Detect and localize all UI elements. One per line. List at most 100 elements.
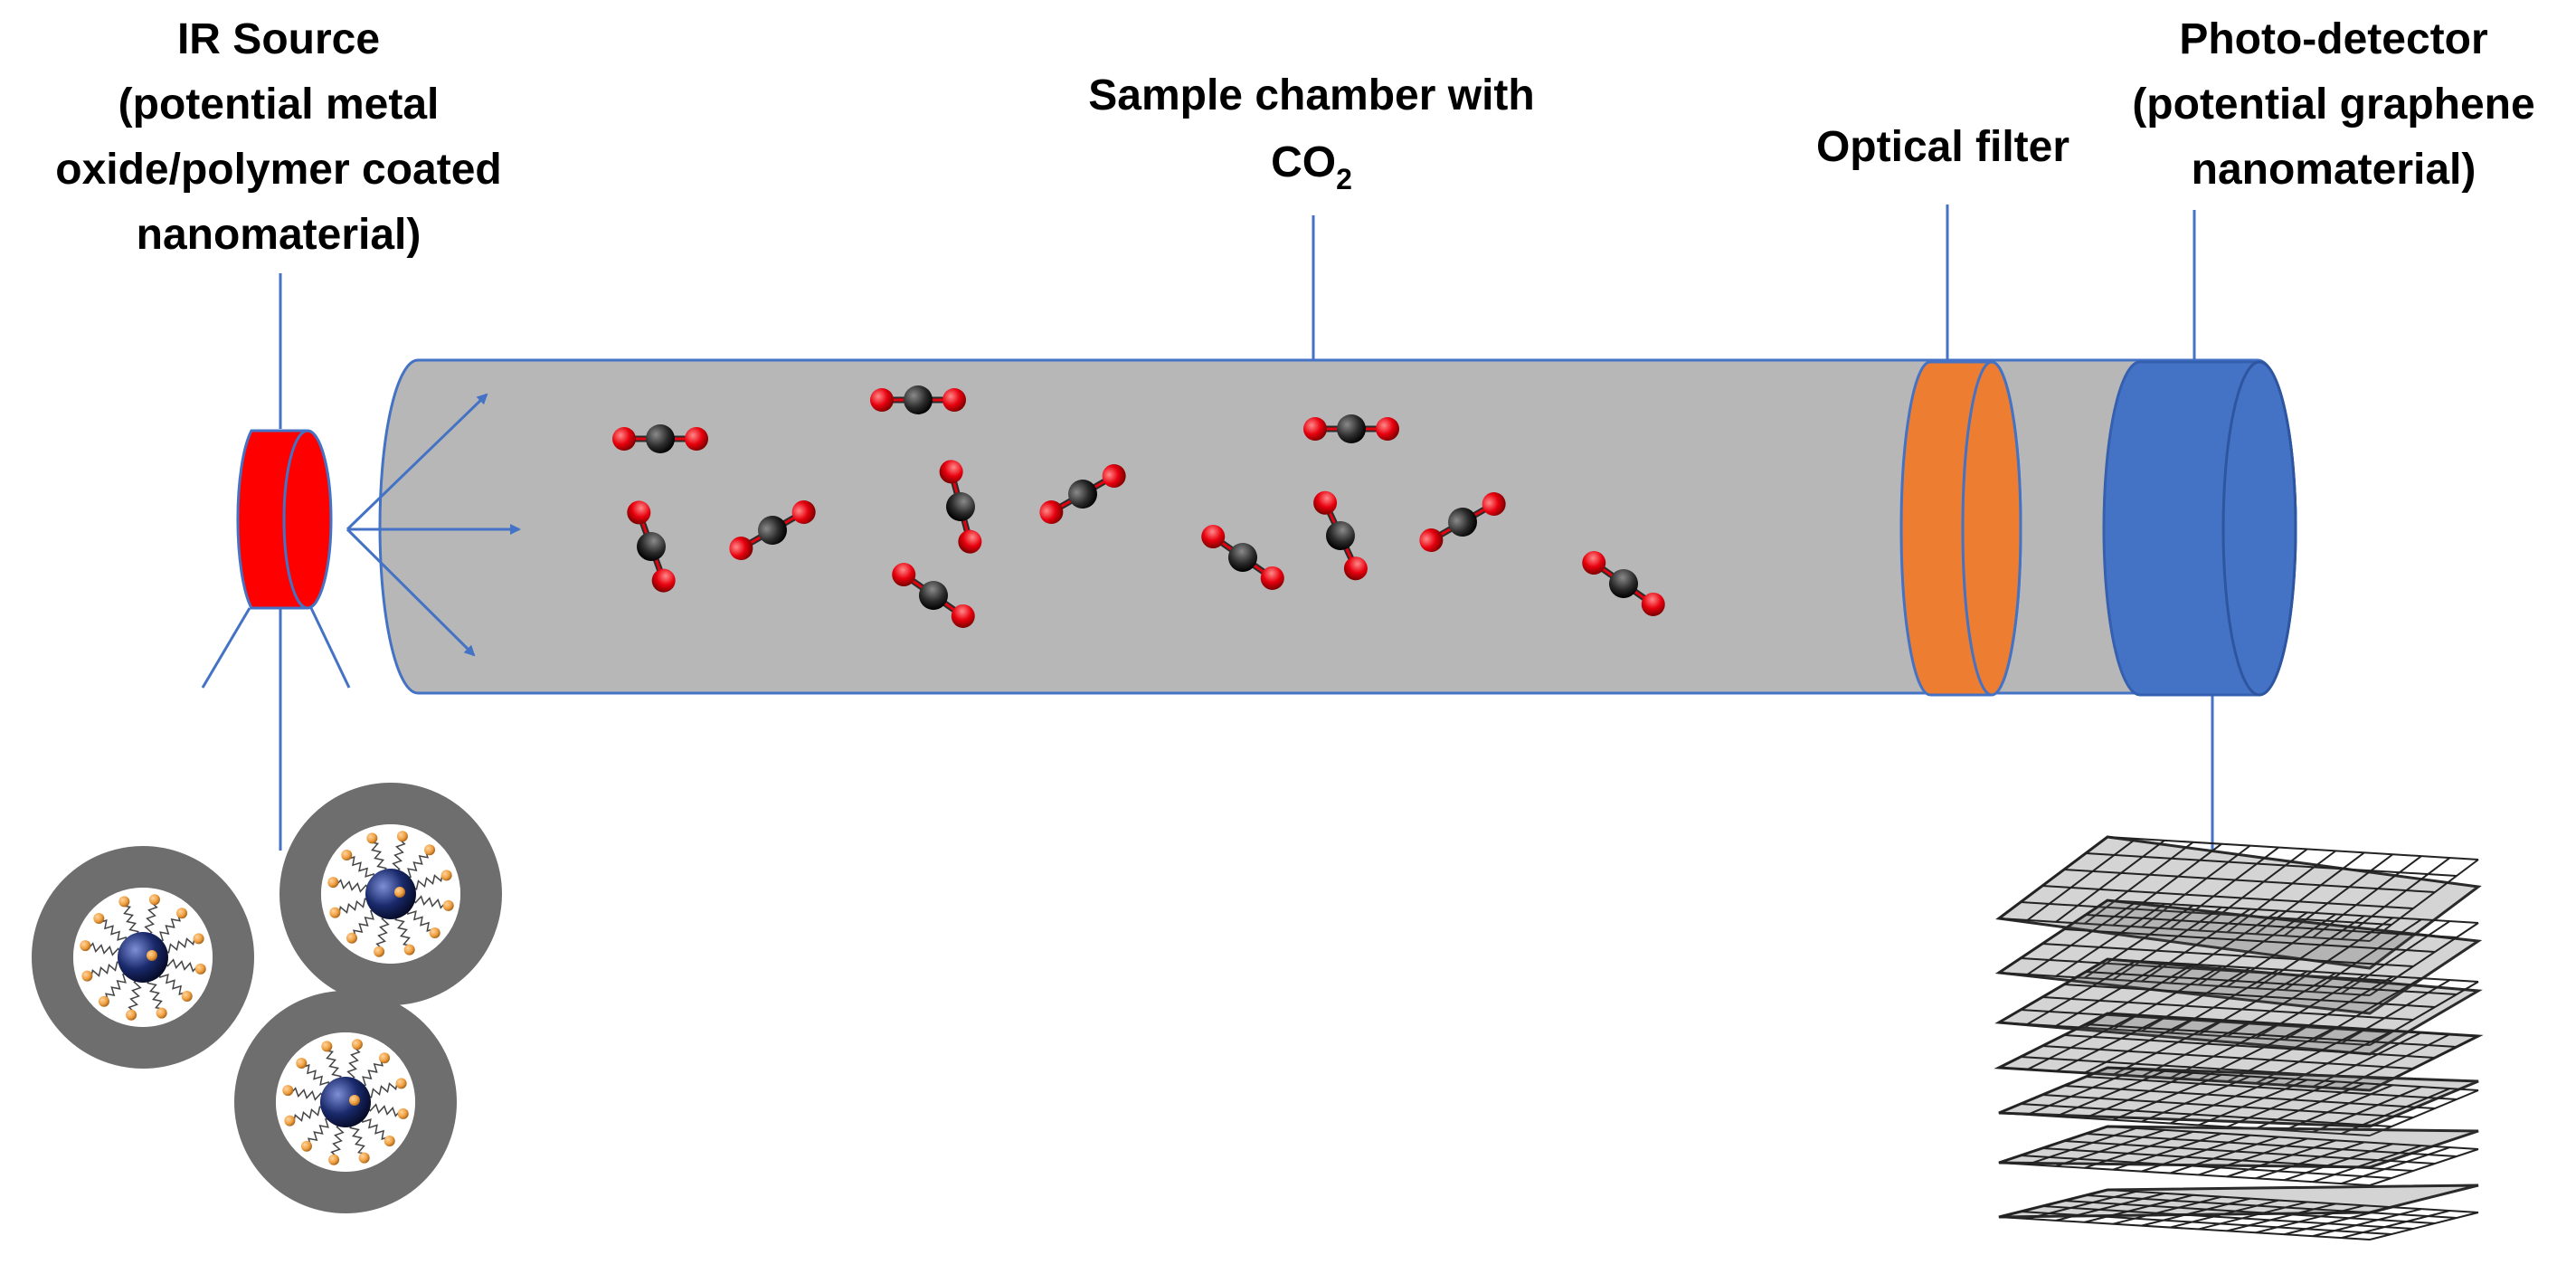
ligand-head-icon: [442, 899, 454, 911]
graphene-mesh-line: [2312, 1208, 2422, 1238]
ir-source-label-line-4: nanomaterial): [137, 211, 421, 259]
graphene-mesh-line: [2063, 1140, 2436, 1165]
graphene-mesh-line: [2169, 909, 2279, 984]
carbon-atom-icon: [758, 516, 787, 545]
graphene-mesh-line: [1998, 1112, 2371, 1136]
ligand-chain: [300, 1064, 330, 1089]
oxygen-atom-icon: [1582, 551, 1606, 575]
core-shell-nanoparticle-icon: [32, 846, 254, 1069]
ligand-chain: [346, 1045, 361, 1082]
graphene-mesh-line: [1998, 917, 2371, 942]
ligand-head-icon: [81, 970, 93, 982]
ligand-chain: [128, 977, 142, 1014]
co2-formula-subscript: 2: [1336, 163, 1352, 195]
graphene-mesh-line: [2283, 975, 2393, 1041]
ligand-chain: [324, 1049, 342, 1082]
graphene-mesh-line: [2341, 1088, 2450, 1135]
graphene-layer: [1994, 957, 2483, 1056]
ligand-head-icon: [394, 887, 405, 898]
carbon-atom-icon: [1326, 521, 1355, 550]
graphene-mesh-line: [2112, 1073, 2222, 1121]
ligand-head-icon: [424, 844, 436, 856]
ligand-head-icon: [384, 1136, 395, 1147]
graphene-mesh-line: [2198, 970, 2308, 1036]
graphene-mesh-line: [2027, 1069, 2136, 1116]
co2-molecule-icon: [1419, 492, 1506, 552]
graphene-mesh-line: [2141, 1134, 2251, 1173]
photo-detector-disk-face: [2221, 360, 2297, 697]
graphene-mesh-line: [2020, 901, 2392, 926]
ligand-head-icon: [147, 950, 157, 961]
co2-molecules: [612, 385, 1665, 628]
ir-source-label-line-1: IR Source: [177, 15, 380, 63]
carbon-atom-icon: [946, 492, 975, 521]
graphene-mesh-line: [2312, 977, 2422, 1043]
graphene-mesh-line: [2141, 966, 2251, 1032]
photo-detector-label-line-1: Photo-detector: [2179, 15, 2487, 63]
ligand-head-icon: [379, 1052, 391, 1064]
graphene-mesh-line: [2055, 961, 2165, 1027]
graphene-mesh-line: [2284, 1143, 2393, 1182]
graphene-mesh-line: [2055, 1192, 2165, 1222]
graphene-mesh-line: [2169, 1136, 2279, 1174]
ligand-head-icon: [341, 849, 353, 860]
co2-molecule-icon: [939, 460, 982, 554]
graphene-mesh-line: [2255, 1082, 2365, 1130]
oxygen-atom-icon: [870, 388, 894, 412]
ligand-chain: [375, 914, 390, 951]
graphene-mesh-line: [1998, 836, 2108, 919]
ligand-chain: [86, 942, 123, 956]
ir-source-emitter: [236, 429, 333, 610]
graphene-mesh-line: [2027, 1190, 2136, 1220]
oxygen-atom-icon: [939, 460, 963, 484]
graphene-mesh-line: [2169, 1022, 2279, 1079]
oxygen-atom-icon: [685, 427, 708, 451]
graphene-mesh-line: [1998, 1067, 2108, 1114]
graphene-mesh-line: [2055, 1070, 2165, 1117]
ligand-head-icon: [148, 894, 160, 906]
graphene-mesh-line: [2227, 1203, 2336, 1232]
metal-oxide-core-icon: [365, 869, 416, 919]
carbon-atom-icon: [904, 385, 933, 414]
ir-source-beam-right: [309, 607, 351, 689]
ligand-chain: [334, 879, 371, 893]
ligand-head-icon: [181, 991, 193, 1003]
ligand-head-icon: [176, 908, 188, 919]
carbon-atom-icon: [1228, 543, 1257, 572]
graphene-mesh-line: [2085, 1023, 2458, 1048]
graphene-mesh-line: [2055, 903, 2165, 977]
photo-detector-label-line-3: nanomaterial): [2192, 146, 2477, 194]
carbon-atom-icon: [646, 424, 675, 453]
graphene-mesh-line: [2141, 1197, 2250, 1227]
ligand-chain: [292, 1106, 326, 1124]
graphene-mesh-line: [2026, 901, 2137, 975]
ligand-chain: [392, 837, 406, 874]
graphene-mesh-line: [2198, 1079, 2308, 1127]
graphene-mesh-line: [2255, 915, 2365, 990]
graphene-mesh-line: [2369, 1148, 2479, 1186]
ligand-head-icon: [395, 1078, 407, 1089]
ligand-head-icon: [403, 944, 415, 956]
graphene-mesh-line: [2085, 1194, 2458, 1219]
graphene-mesh-line: [2369, 859, 2479, 942]
graphene-mesh-line: [2085, 852, 2458, 877]
ligand-chain: [369, 841, 387, 874]
graphene-mesh-line: [2283, 1084, 2393, 1132]
ligand-chain: [308, 1117, 332, 1147]
oxygen-atom-icon: [651, 568, 676, 593]
carbon-atom-icon: [1609, 569, 1638, 598]
ligand-chain: [163, 936, 196, 954]
ligand-head-icon: [126, 1009, 137, 1021]
ligand-head-icon: [282, 1085, 294, 1097]
graphene-stack-icon: [1994, 835, 2484, 1241]
ligand-head-icon: [321, 1041, 333, 1052]
graphene-mesh-line: [1998, 972, 2371, 996]
graphene-layer: [1998, 1125, 2479, 1186]
graphene-mesh-line: [2369, 1212, 2479, 1241]
ligand-chain: [98, 919, 128, 944]
polymer-shell: [32, 846, 254, 1069]
graphene-mesh-line: [2112, 965, 2222, 1031]
oxygen-atom-icon: [1343, 556, 1368, 581]
graphene-mesh-line: [2112, 906, 2222, 981]
